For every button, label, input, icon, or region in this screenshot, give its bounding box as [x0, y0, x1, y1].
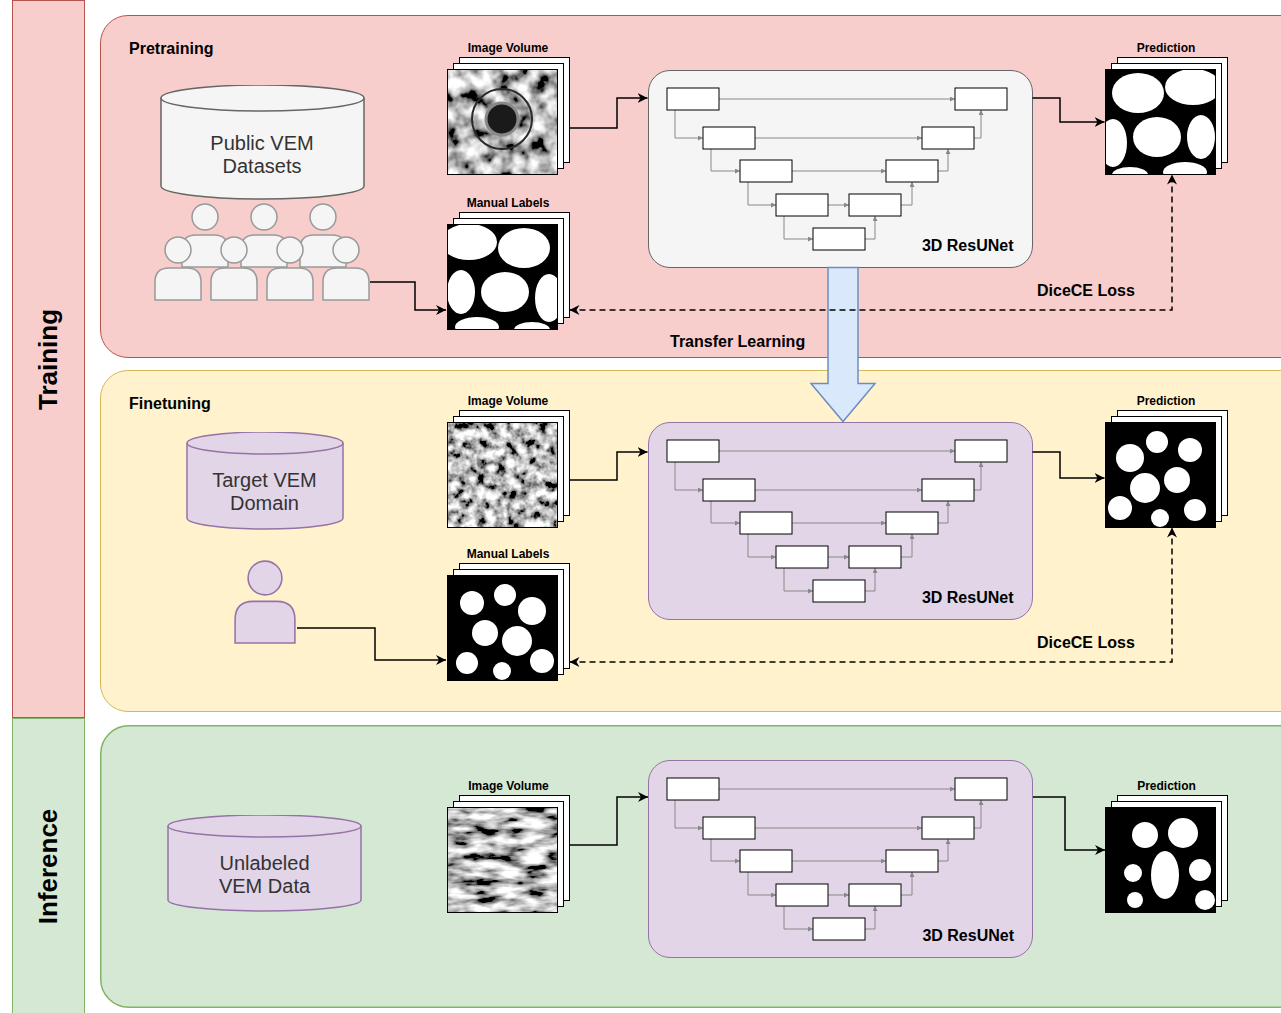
prediction-mask-stack: [1106, 411, 1228, 528]
label-mask-stack: [456, 584, 554, 680]
panel-heading: Pretraining: [129, 40, 213, 58]
flow-arrow: [1033, 452, 1105, 478]
em-image-stack: [448, 796, 570, 913]
panel-heading: Finetuning: [129, 395, 211, 413]
stack-heading: Prediction: [1105, 393, 1228, 410]
label-mask-stack: [448, 564, 570, 681]
em-image-stack: [448, 423, 558, 528]
annotator-group: [323, 237, 369, 300]
prediction-mask-stack: [1106, 423, 1216, 528]
unet-architecture: [667, 778, 1007, 940]
model-label: 3D ResUNet: [922, 589, 1014, 607]
flow-arrow: [1033, 797, 1105, 850]
loss-label: DiceCE Loss: [1035, 282, 1137, 300]
em-image-stack: [486, 103, 518, 135]
prediction-mask-stack: [1106, 796, 1228, 913]
stage-panel: Target VEM Domain Image VolumeManual Labe…: [100, 370, 1281, 712]
loss-connector: [570, 528, 1173, 663]
annotation-arrow: [370, 282, 446, 310]
annotator-icon: [235, 561, 295, 643]
stack-heading: Prediction: [1105, 778, 1228, 795]
stack-heading: Image Volume: [447, 40, 570, 57]
stack-heading: Image Volume: [447, 778, 570, 795]
unet-architecture: [667, 88, 1007, 250]
model-label: 3D ResUNet: [922, 927, 1014, 945]
label-mask-stack: [448, 576, 558, 681]
cylinder-lip: [161, 98, 364, 111]
label-mask-stack: [448, 225, 558, 330]
flow-arrow: [570, 452, 648, 480]
em-image-stack: [472, 89, 532, 149]
annotator-group: [155, 204, 369, 300]
em-image-stack: [448, 808, 558, 913]
cylinder-body: [161, 85, 364, 199]
prediction-mask-stack: [1099, 58, 1228, 184]
cylinder-body: [168, 815, 361, 911]
flow-arrow: [570, 797, 648, 845]
prediction-mask-stack: [1124, 818, 1215, 910]
annotator-group: [211, 237, 257, 300]
stage-band: Training: [12, 0, 85, 718]
em-image-stack: [448, 808, 558, 913]
edge-label-holder: Transfer Learning: [668, 333, 807, 351]
prediction-mask-stack: [1106, 808, 1216, 913]
connector-layer: [570, 98, 1173, 850]
unet-architecture: [667, 440, 1007, 602]
prediction-mask-stack: [1106, 423, 1216, 528]
annotator-group: [267, 237, 313, 300]
stage-band: Inference: [12, 718, 85, 1013]
prediction-mask-stack: [1106, 808, 1216, 913]
model-label: 3D ResUNet: [922, 237, 1014, 255]
prediction-mask-stack: [1106, 423, 1216, 528]
stage-label: Inference: [33, 808, 64, 924]
prediction-mask-stack: [1106, 70, 1216, 175]
cylinder-body: [187, 432, 343, 529]
label-mask-stack: [448, 576, 558, 681]
inference-panel: [101, 726, 1281, 1008]
database-cylinder: Public VEM Datasets: [160, 85, 365, 200]
annotator-group: [155, 237, 201, 300]
em-image-stack: [448, 423, 558, 528]
edge-label-holder: DiceCE Loss: [1035, 634, 1137, 652]
flow-arrow: [570, 98, 648, 128]
stack-heading: Image Volume: [447, 393, 570, 410]
label-mask-stack: [448, 225, 558, 330]
stack-heading: Manual Labels: [447, 546, 570, 563]
loss-connector: [570, 175, 1173, 311]
em-image-stack: [448, 58, 570, 175]
stage-label: Training: [33, 308, 64, 409]
prediction-mask-stack: [1108, 431, 1206, 527]
transfer-arrow: [811, 268, 875, 422]
unet-architecture: [667, 88, 1007, 940]
database-label: Public VEM Datasets: [198, 132, 326, 178]
cylinder-lip: [168, 826, 361, 837]
flow-arrow: [1033, 98, 1105, 122]
cylinder-lip: [187, 443, 343, 454]
stack-heading: Prediction: [1105, 40, 1228, 57]
annotation-arrow: [297, 628, 446, 660]
label-mask-stack: [448, 576, 558, 681]
prediction-mask-stack: [1106, 70, 1216, 175]
transfer-label: Transfer Learning: [668, 333, 807, 351]
em-image-stack: [448, 411, 570, 528]
label-mask-stack: [441, 213, 570, 339]
stage-panel: Public VEM Datasets Image VolumeManual La…: [100, 15, 1281, 358]
database-label: Unlabeled VEM Data: [201, 852, 329, 898]
database-cylinder: Unlabeled VEM Data: [167, 815, 362, 912]
em-image-stack: [472, 89, 532, 149]
prediction-mask-stack: [1106, 70, 1216, 175]
loss-label: DiceCE Loss: [1035, 634, 1137, 652]
label-mask-stack: [448, 225, 558, 330]
database-cylinder: Target VEM Domain: [186, 432, 344, 530]
em-image-stack: [448, 70, 558, 175]
edge-label-holder: DiceCE Loss: [1035, 282, 1137, 300]
prediction-mask-stack: [1106, 808, 1216, 913]
em-image-stack: [448, 70, 558, 175]
database-label: Target VEM Domain: [201, 469, 329, 515]
stack-heading: Manual Labels: [447, 195, 570, 212]
